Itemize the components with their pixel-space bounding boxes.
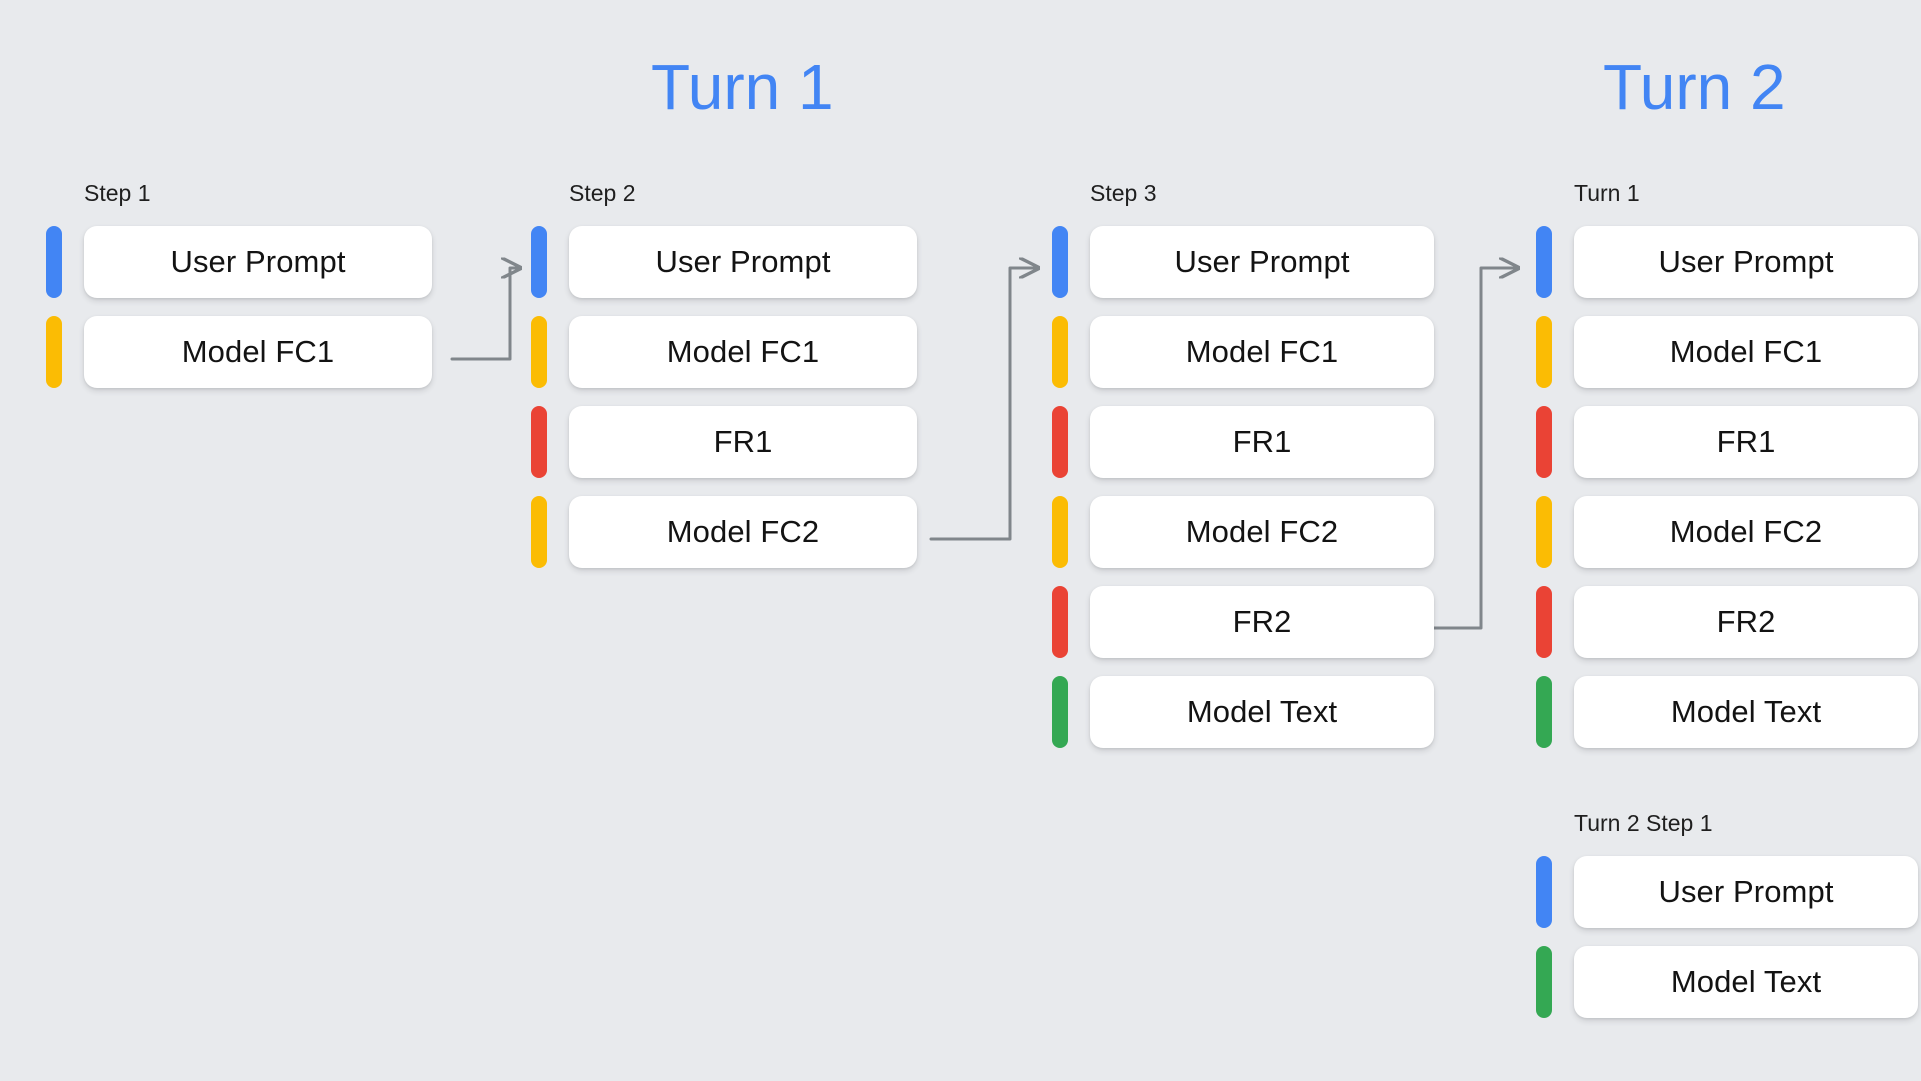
card-label[interactable]: FR1 (569, 406, 917, 478)
row-list-step-2: User Prompt Model FC1 FR1 Model FC2 (531, 226, 917, 568)
card-label[interactable]: User Prompt (1574, 856, 1918, 928)
column-label-turn-1: Turn 1 (1574, 180, 1640, 206)
column-label-step-3: Step 3 (1090, 180, 1157, 206)
card-label[interactable]: FR2 (1574, 586, 1918, 658)
type-bar-yellow (46, 316, 62, 388)
list-item[interactable]: Model FC1 (1536, 316, 1918, 388)
type-bar-red (531, 406, 547, 478)
type-bar-yellow (531, 496, 547, 568)
connector-step3-to-turn1 (1422, 268, 1518, 630)
list-item[interactable]: Model FC2 (1052, 496, 1434, 568)
list-item[interactable]: Model FC2 (1536, 496, 1918, 568)
card-label[interactable]: FR1 (1574, 406, 1918, 478)
type-bar-green (1536, 676, 1552, 748)
turn-2-banner-title: Turn 2 (1603, 51, 1786, 123)
card-label[interactable]: Model Text (1574, 676, 1918, 748)
type-bar-yellow (1052, 496, 1068, 568)
card-label[interactable]: Model FC2 (569, 496, 917, 568)
list-item[interactable]: Model FC2 (531, 496, 917, 568)
list-item[interactable]: Model Text (1536, 946, 1918, 1018)
card-label[interactable]: Model FC1 (1090, 316, 1434, 388)
turn-1-banner-title: Turn 1 (651, 51, 834, 123)
type-bar-blue (531, 226, 547, 298)
card-label[interactable]: Model FC2 (1090, 496, 1434, 568)
card-label[interactable]: FR2 (1090, 586, 1434, 658)
type-bar-red (1052, 586, 1068, 658)
type-bar-yellow (1052, 316, 1068, 388)
row-list-step-3: User Prompt Model FC1 FR1 Model FC2 FR2 … (1052, 226, 1434, 748)
list-item[interactable]: User Prompt (46, 226, 432, 298)
type-bar-blue (1536, 856, 1552, 928)
type-bar-blue (46, 226, 62, 298)
type-bar-red (1536, 586, 1552, 658)
column-label-turn-2-step-1: Turn 2 Step 1 (1574, 810, 1713, 836)
connector-step2-to-step3 (929, 268, 1038, 541)
card-label[interactable]: Model FC1 (84, 316, 432, 388)
type-bar-yellow (1536, 496, 1552, 568)
column-label-step-1: Step 1 (84, 180, 151, 206)
list-item[interactable]: User Prompt (1052, 226, 1434, 298)
list-item[interactable]: Model Text (1536, 676, 1918, 748)
type-bar-green (1052, 676, 1068, 748)
list-item[interactable]: Model FC1 (531, 316, 917, 388)
row-list-step-1: User Prompt Model FC1 (46, 226, 432, 388)
card-label[interactable]: User Prompt (569, 226, 917, 298)
type-bar-blue (1052, 226, 1068, 298)
list-item[interactable]: FR1 (531, 406, 917, 478)
type-bar-yellow (531, 316, 547, 388)
card-label[interactable]: User Prompt (1090, 226, 1434, 298)
card-label[interactable]: FR1 (1090, 406, 1434, 478)
card-label[interactable]: User Prompt (1574, 226, 1918, 298)
column-step-1: Step 1 User Prompt Model FC1 (46, 182, 432, 388)
list-item[interactable]: Model FC1 (1052, 316, 1434, 388)
row-list-turn-2-step-1: User Prompt Model Text (1536, 856, 1918, 1018)
card-label[interactable]: Model FC1 (1574, 316, 1918, 388)
column-turn-1: Turn 1 User Prompt Model FC1 FR1 Model F… (1536, 182, 1918, 748)
column-turn-2-step-1: Turn 2 Step 1 User Prompt Model Text (1536, 812, 1918, 1018)
list-item[interactable]: FR1 (1536, 406, 1918, 478)
card-label[interactable]: Model Text (1574, 946, 1918, 1018)
type-bar-yellow (1536, 316, 1552, 388)
type-bar-green (1536, 946, 1552, 1018)
column-label-step-2: Step 2 (569, 180, 636, 206)
column-step-2: Step 2 User Prompt Model FC1 FR1 Model F… (531, 182, 917, 568)
row-list-turn-1: User Prompt Model FC1 FR1 Model FC2 FR2 … (1536, 226, 1918, 748)
card-label[interactable]: Model FC2 (1574, 496, 1918, 568)
column-step-3: Step 3 User Prompt Model FC1 FR1 Model F… (1052, 182, 1434, 748)
type-bar-red (1052, 406, 1068, 478)
list-item[interactable]: User Prompt (1536, 226, 1918, 298)
list-item[interactable]: User Prompt (531, 226, 917, 298)
type-bar-blue (1536, 226, 1552, 298)
card-label[interactable]: User Prompt (84, 226, 432, 298)
card-label[interactable]: Model FC1 (569, 316, 917, 388)
list-item[interactable]: FR2 (1052, 586, 1434, 658)
list-item[interactable]: FR1 (1052, 406, 1434, 478)
list-item[interactable]: Model FC1 (46, 316, 432, 388)
connector-step1-to-step2 (450, 268, 520, 361)
card-label[interactable]: Model Text (1090, 676, 1434, 748)
list-item[interactable]: FR2 (1536, 586, 1918, 658)
list-item[interactable]: Model Text (1052, 676, 1434, 748)
list-item[interactable]: User Prompt (1536, 856, 1918, 928)
type-bar-red (1536, 406, 1552, 478)
